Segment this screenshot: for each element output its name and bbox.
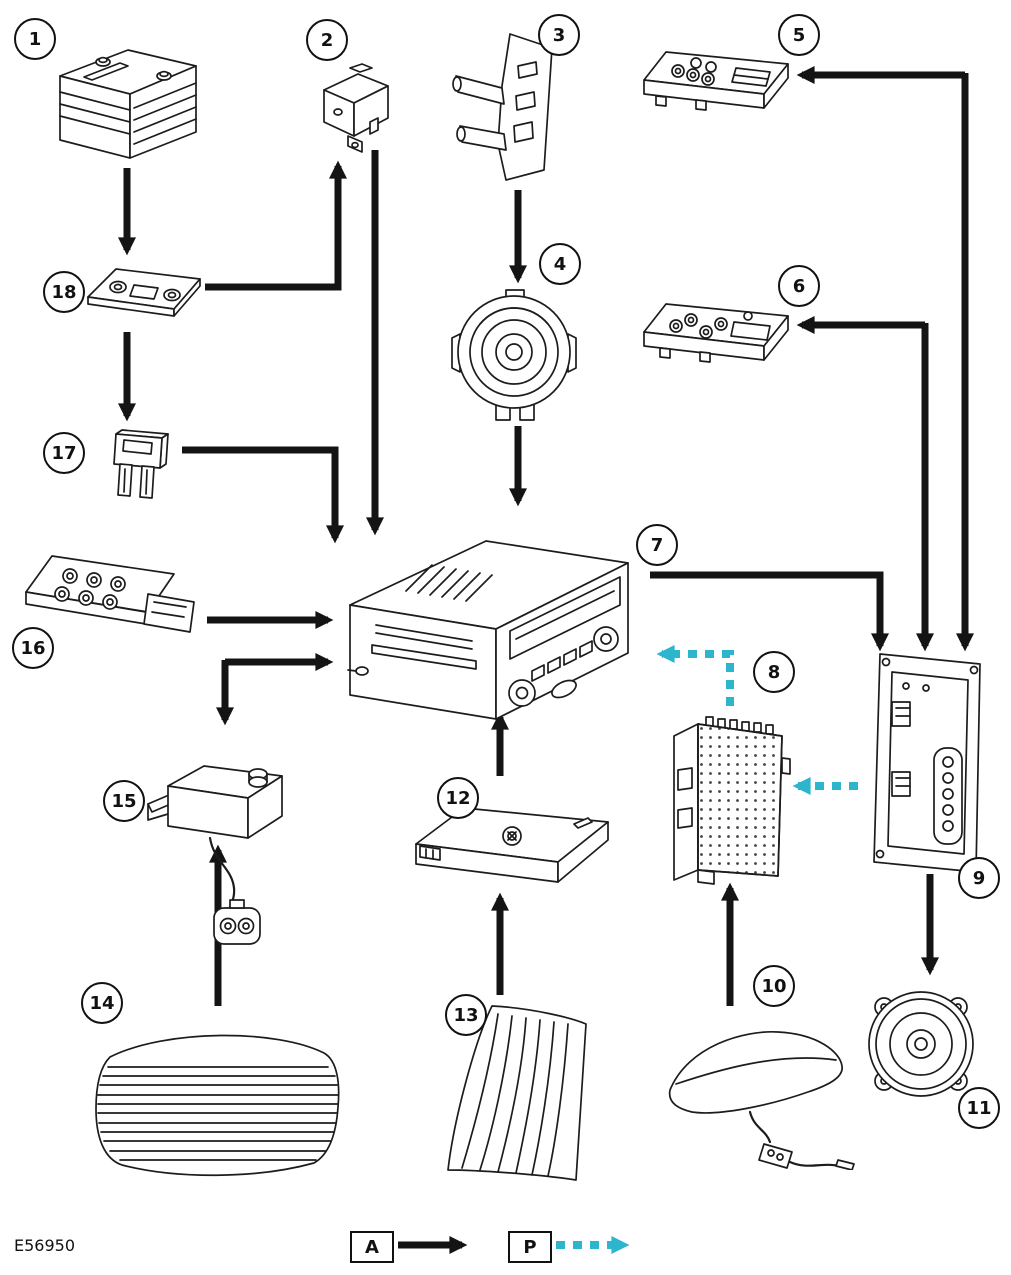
quarter-glass-antenna-illustration <box>436 998 594 1190</box>
clockspring-illustration <box>450 282 578 424</box>
callout-6: 6 <box>778 265 820 307</box>
module-with-harness-illustration <box>140 742 308 960</box>
battery-illustration <box>46 36 204 168</box>
audio-module-illustration <box>662 698 794 890</box>
rear-window-antenna-illustration <box>86 1015 348 1183</box>
fusible-link-illustration <box>82 255 210 327</box>
switch-pack-rear-illustration <box>636 288 796 374</box>
legend-solid-box: A <box>350 1231 394 1263</box>
callout-7: 7 <box>636 524 678 566</box>
relay-illustration <box>310 60 400 155</box>
callout-8: 8 <box>753 651 795 693</box>
callout-11: 11 <box>958 1087 1000 1129</box>
callout-4: 4 <box>539 243 581 285</box>
antenna-pod-illustration <box>658 1012 856 1170</box>
speaker-illustration <box>860 983 982 1105</box>
callout-17: 17 <box>43 432 85 474</box>
figure-code: E56950 <box>14 1236 76 1255</box>
callout-9: 9 <box>958 857 1000 899</box>
callout-1: 1 <box>14 18 56 60</box>
callout-13: 13 <box>445 994 487 1036</box>
callout-2: 2 <box>306 19 348 61</box>
amplifier-illustration <box>866 642 992 878</box>
callout-12: 12 <box>437 777 479 819</box>
callout-18: 18 <box>43 271 85 313</box>
callout-16: 16 <box>12 627 54 669</box>
legend-dotted-box: P <box>508 1231 552 1263</box>
blade-fuse-illustration <box>98 422 186 510</box>
switch-pack-front-illustration <box>636 38 796 120</box>
remote-switch-pack-illustration <box>18 538 214 660</box>
audio-head-unit-illustration <box>336 505 636 720</box>
callout-10: 10 <box>753 965 795 1007</box>
callout-15: 15 <box>103 780 145 822</box>
antenna-amplifier-illustration <box>406 788 618 894</box>
callout-14: 14 <box>81 982 123 1024</box>
callout-5: 5 <box>778 14 820 56</box>
callout-3: 3 <box>538 14 580 56</box>
